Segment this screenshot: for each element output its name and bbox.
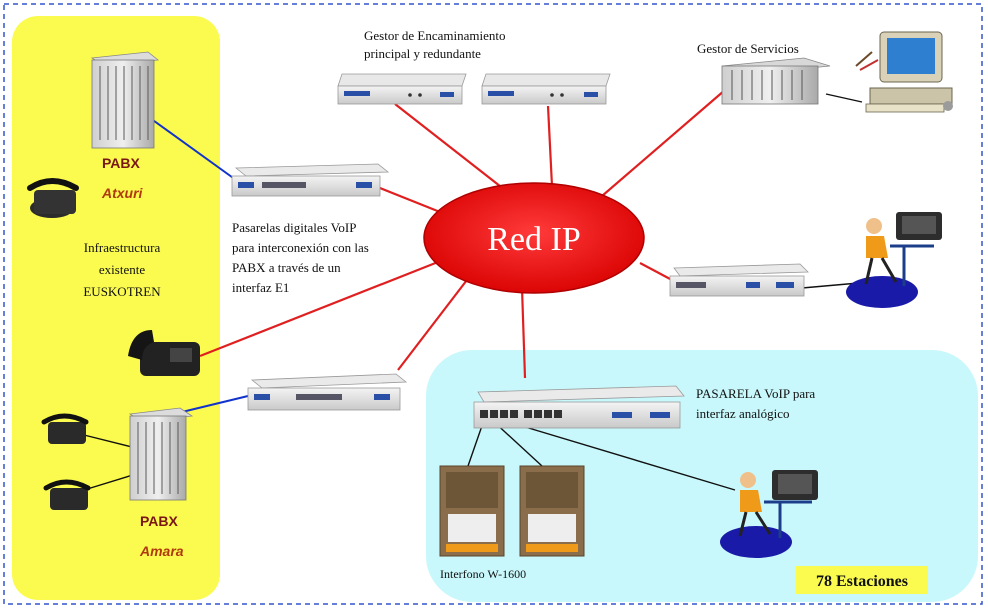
digital-gateways-label-line1: Pasarelas digitales VoIP xyxy=(232,220,356,235)
pabx-atxuri-title: PABX xyxy=(102,155,141,171)
workstation-icon xyxy=(855,31,953,113)
infrastructure-label-line3: EUSKOTREN xyxy=(83,284,161,299)
services-manager-label: Gestor de Servicios xyxy=(697,41,799,56)
server-rack-icon xyxy=(721,57,831,105)
pabx-amara-title: PABX xyxy=(140,513,179,529)
routing-manager-backup-icon xyxy=(481,73,611,105)
digital-gateway-top-icon xyxy=(231,163,390,197)
ip-links xyxy=(199,89,726,379)
analog-gateway-icon xyxy=(473,385,685,429)
digital-gateways-label-line2: para interconexión con las xyxy=(232,240,369,255)
routing-manager-label-line2: principal y redundante xyxy=(364,46,481,61)
telephone-icon xyxy=(43,479,91,510)
digital-gateways-label-line4: interfaz E1 xyxy=(232,280,289,295)
stations-box xyxy=(796,566,928,594)
desk-telephone-icon xyxy=(128,330,200,376)
digital-gateway-bottom-icon xyxy=(247,373,408,411)
pabx-amara-name: Amara xyxy=(139,543,184,559)
intercom-icon xyxy=(439,465,505,557)
telephone-icon xyxy=(41,413,89,444)
analog-gateway-label-line1: PASARELA VoIP para xyxy=(696,386,815,401)
telephone-icon xyxy=(27,178,79,218)
operator-icon xyxy=(846,212,942,308)
infrastructure-label-line2: existente xyxy=(99,262,145,277)
red-ip-cloud: Red IP xyxy=(423,182,645,294)
routing-manager-primary-icon xyxy=(337,73,467,105)
routing-manager-label-line1: Gestor de Encaminamiento xyxy=(364,28,506,43)
stations-label: 78 Estaciones xyxy=(816,573,908,590)
voip-gateway-access-icon xyxy=(669,263,809,297)
pabx-atxuri-name: Atxuri xyxy=(101,185,144,201)
infrastructure-label-line1: Infraestructura xyxy=(84,240,161,255)
pabx-atxuri-cabinet-icon xyxy=(90,51,160,149)
diagram-border xyxy=(3,3,983,605)
operator-icon xyxy=(720,470,818,558)
analog-gateway-label-line2: interfaz analógico xyxy=(696,406,789,421)
intercom-label: Interfono W-1600 xyxy=(440,567,526,581)
pabx-amara-cabinet-icon xyxy=(128,407,194,501)
intercom-icon xyxy=(519,465,585,557)
e1-links xyxy=(149,117,249,413)
cloud-label: Red IP xyxy=(487,221,581,258)
digital-gateways-label-line3: PABX a través de un xyxy=(232,260,341,275)
